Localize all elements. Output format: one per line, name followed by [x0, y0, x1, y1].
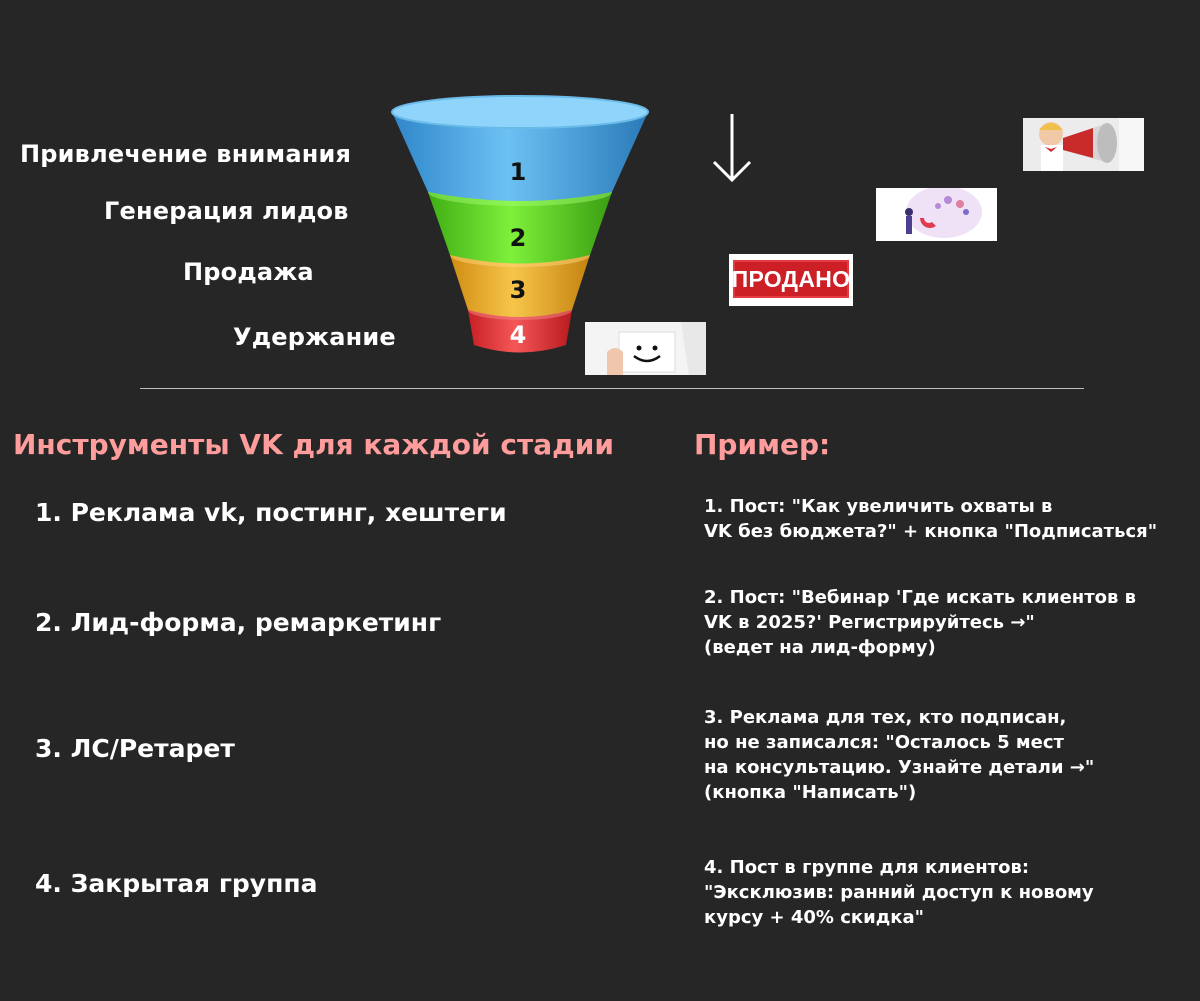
- example-item-4: 4. Пост в группе для клиентов: "Эксклюзи…: [704, 857, 1094, 928]
- stage-label-leads: Генерация лидов: [104, 197, 349, 225]
- stage-label-retention: Удержание: [233, 323, 396, 351]
- funnel-number-1: 1: [510, 158, 527, 186]
- funnel-number-2: 2: [510, 224, 527, 252]
- funnel-number-3: 3: [510, 276, 527, 304]
- tool-item-2: 2. Лид-форма, ремаркетинг: [35, 608, 442, 637]
- stage-label-attention: Привлечение внимания: [20, 140, 352, 168]
- tool-item-3: 3. ЛС/Ретарет: [35, 734, 235, 763]
- stage-label-sale: Продажа: [183, 258, 314, 286]
- megaphone-photo: [1023, 118, 1144, 171]
- funnel-band-3: [450, 255, 590, 317]
- magnet-illustration: [876, 188, 997, 241]
- smiley-card-photo: [585, 322, 706, 375]
- example-item-2: 2. Пост: "Вебинар 'Где искать клиентов в…: [704, 587, 1137, 658]
- examples-heading: Пример:: [694, 428, 831, 461]
- funnel-band-1: [392, 112, 648, 201]
- example-item-3: 3. Реклама для тех, кто подписан, но не …: [704, 707, 1095, 803]
- funnel-band-4: [468, 310, 572, 353]
- funnel-diagram: 1 2 3 4: [391, 95, 649, 353]
- tool-item-1: 1. Реклама vk, постинг, хештеги: [35, 498, 507, 527]
- example-item-1: 1. Пост: "Как увеличить охваты в VK без …: [704, 496, 1158, 542]
- section-divider: [140, 388, 1084, 389]
- tool-item-4: 4. Закрытая группа: [35, 869, 318, 898]
- funnel-number-4: 4: [510, 321, 527, 349]
- funnel-band-2: [428, 192, 612, 264]
- sold-stamp: ПРОДАНО: [729, 254, 853, 306]
- tools-heading: Инструменты VK для каждой стадии: [13, 428, 614, 461]
- sold-stamp-text: ПРОДАНО: [732, 260, 850, 298]
- down-arrow-icon: [712, 114, 752, 183]
